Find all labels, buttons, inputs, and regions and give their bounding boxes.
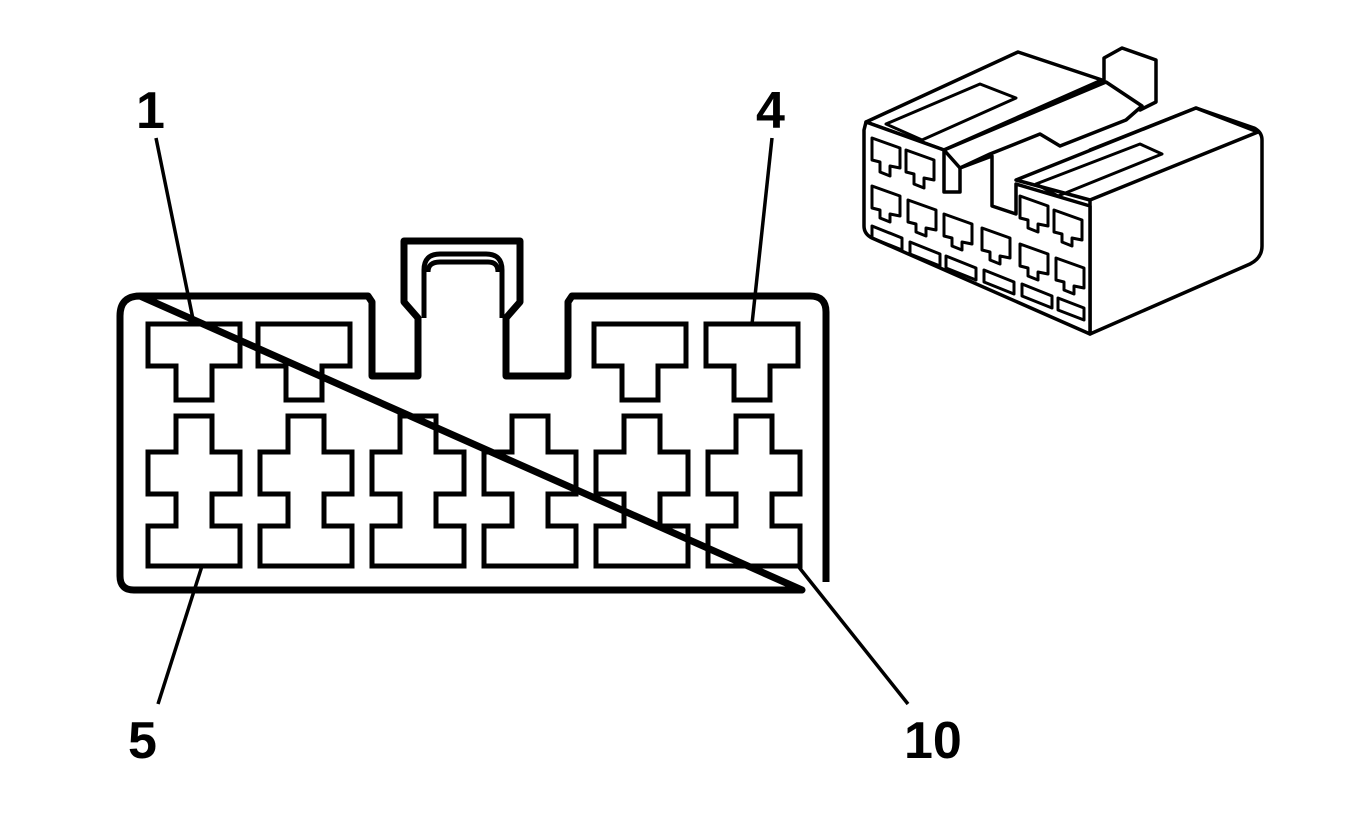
leader-pin-10 (796, 564, 910, 706)
locking-tab (421, 251, 505, 318)
pin-label-5: 5 (128, 712, 157, 770)
connector-face-outline (116, 237, 830, 594)
cavity-pin-5 (145, 413, 243, 569)
iso-right-window (1034, 142, 1164, 198)
connector-isometric-view (862, 46, 1264, 336)
cavity-pin-8 (481, 413, 579, 569)
leader-pin-1 (154, 137, 196, 325)
bottom-row-cavities (145, 413, 803, 569)
pin-label-10: 10 (904, 712, 962, 770)
leader-pin-5 (156, 565, 204, 705)
cavity-pin-10 (705, 413, 803, 569)
leader-pin-4 (750, 137, 774, 325)
pin-label-1: 1 (136, 82, 165, 140)
cavity-pin-4 (703, 321, 801, 403)
pin-label-4: 4 (756, 82, 785, 140)
cavity-pin-3 (591, 321, 689, 403)
locking-tab-inner (425, 259, 501, 273)
iso-cavities (870, 136, 1086, 322)
cavity-pin-6 (257, 413, 355, 569)
top-row-cavities (145, 321, 801, 403)
cavity-pin-9 (593, 413, 691, 569)
cavity-pin-2 (255, 321, 353, 403)
cavity-pin-1 (145, 321, 243, 403)
cavity-pin-7 (369, 413, 467, 569)
iso-left-window (884, 82, 1018, 142)
